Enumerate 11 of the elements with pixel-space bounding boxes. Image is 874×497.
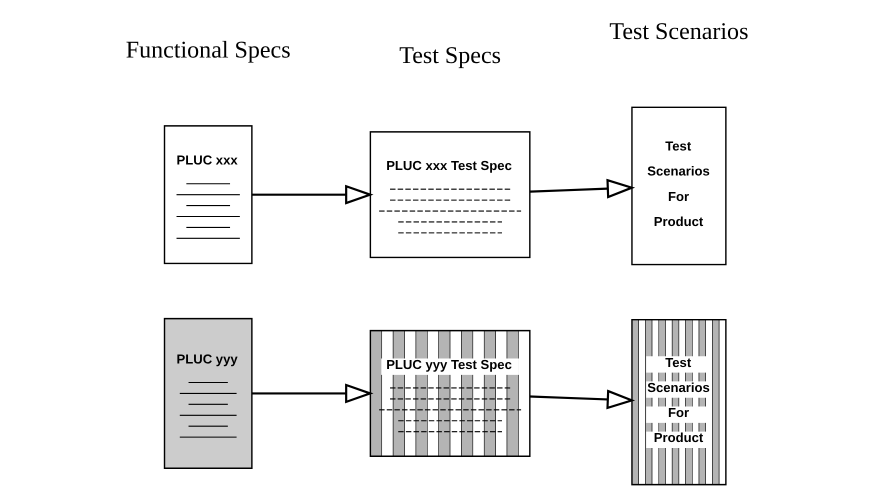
arrow (252, 184, 374, 204)
label: Test Specs (399, 42, 501, 69)
label: Functional Specs (126, 37, 291, 64)
node-box: PLUC xxx (164, 124, 253, 264)
label: Test Scenarios (609, 18, 748, 45)
node-box: PLUC xxx Test Spec (370, 130, 531, 258)
arrow (252, 382, 374, 403)
arrow (530, 388, 636, 409)
node-box: Test Scenarios For Product (631, 106, 727, 265)
node-box: PLUC yyy (164, 317, 253, 468)
arrow (530, 178, 636, 198)
